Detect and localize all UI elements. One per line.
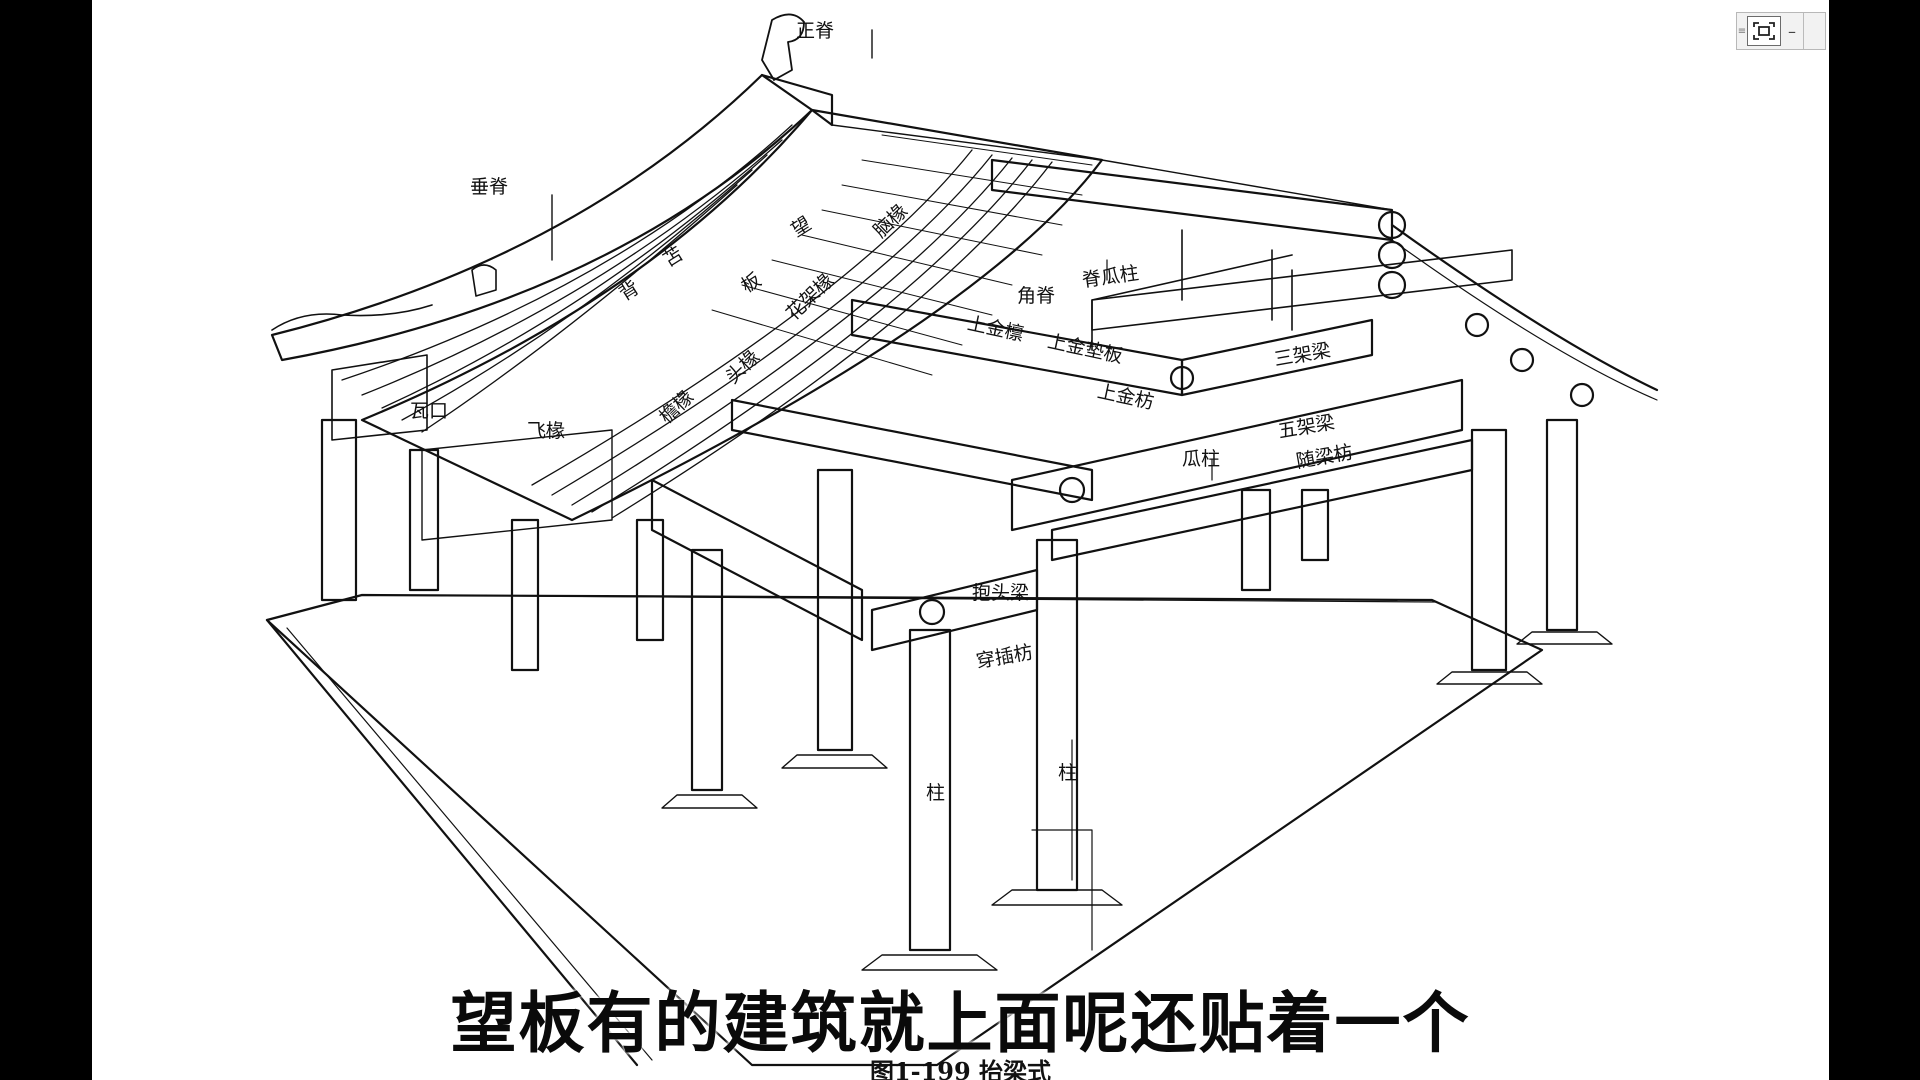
toolbar-edge	[1803, 13, 1825, 49]
video-subtitle: 望板有的建筑就上面呢还贴着一个	[450, 985, 1471, 1062]
floating-view-toolbar: ≡ –	[1736, 12, 1826, 50]
label-bao-tou-liang: 抱头梁	[972, 582, 1030, 604]
figure-caption: 图1-199 抬梁式	[869, 1057, 1052, 1080]
label-gua-zhu: 瓜柱	[1182, 448, 1221, 470]
label-chui-ji: 垂脊	[470, 176, 509, 198]
diagram-viewer: 正脊 垂脊 瓦口 飞椽 背 苫 望 板 檐椽 头椽 花架椽 脑椽 角脊 脊瓜柱 …	[92, 0, 1829, 1080]
label-fei-chuan: 飞椽	[527, 420, 566, 442]
minimize-button[interactable]: –	[1788, 21, 1796, 41]
toolbar-grip-icon[interactable]: ≡	[1737, 25, 1747, 37]
timber-frame-illustration	[265, 13, 1659, 1067]
fullscreen-icon	[1753, 22, 1775, 40]
label-zheng-ji: 正脊	[796, 20, 835, 42]
label-zhu-2: 柱	[1058, 762, 1078, 784]
fullscreen-button[interactable]	[1747, 16, 1781, 46]
label-wa-kou: 瓦口	[410, 400, 449, 422]
label-zhu-1: 柱	[926, 782, 946, 804]
label-jiao-ji: 角脊	[1017, 285, 1056, 307]
